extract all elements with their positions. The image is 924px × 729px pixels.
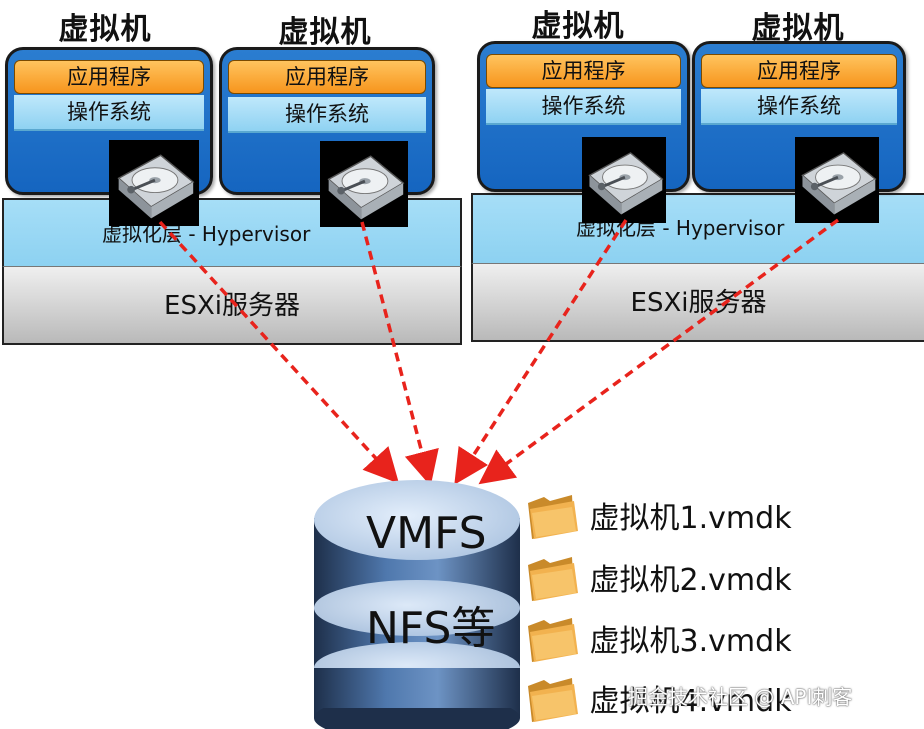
file-name-2: 虚拟机2.vmdk bbox=[589, 563, 792, 598]
app-layer-1: 应用程序 bbox=[14, 60, 204, 94]
file-name-4: 虚拟机4.vmdk bbox=[589, 684, 792, 719]
hypervisor-label-left: 虚拟化层 - Hypervisor bbox=[102, 222, 311, 246]
file-name-3: 虚拟机3.vmdk bbox=[589, 624, 792, 659]
folder-icon bbox=[524, 610, 580, 666]
watermark-text: 掘金技术社区 @ API刺客 bbox=[628, 685, 853, 709]
esxi-server-right: ESXi服务器 bbox=[471, 263, 924, 342]
os-layer-2: 操作系统 bbox=[228, 97, 426, 133]
app-layer-4: 应用程序 bbox=[701, 54, 897, 88]
os-layer-3: 操作系统 bbox=[486, 89, 681, 125]
esxi-label-left: ESXi服务器 bbox=[164, 291, 300, 321]
file-name-1: 虚拟机1.vmdk bbox=[589, 501, 792, 536]
app-layer-2: 应用程序 bbox=[228, 60, 426, 94]
storage-label-vmfs: VMFS bbox=[366, 508, 487, 559]
hard-disk-icon-1 bbox=[109, 140, 199, 226]
datastore-cylinder-icon bbox=[314, 480, 520, 729]
vm-title-1: 虚拟机 bbox=[58, 12, 152, 47]
app-layer-3: 应用程序 bbox=[486, 54, 681, 88]
vm-title-2: 虚拟机 bbox=[278, 15, 372, 50]
os-layer-4: 操作系统 bbox=[701, 89, 897, 125]
vm-title-4: 虚拟机 bbox=[751, 11, 845, 46]
hard-disk-icon-4 bbox=[795, 137, 879, 223]
folder-icon bbox=[524, 487, 580, 543]
arrow-vm2-to-storage bbox=[360, 221, 439, 487]
hard-disk-icon-3 bbox=[582, 137, 666, 223]
folder-icon bbox=[524, 549, 580, 605]
file-row-3: 虚拟机3.vmdk bbox=[524, 610, 792, 666]
hard-disk-icon-2 bbox=[320, 141, 408, 227]
arrow-vm1-to-storage bbox=[158, 220, 400, 484]
folder-icon bbox=[524, 670, 580, 726]
arrow-vm3-to-storage bbox=[454, 219, 628, 485]
vm-title-3: 虚拟机 bbox=[531, 9, 625, 44]
esxi-server-left: ESXi服务器 bbox=[2, 266, 462, 345]
arrow-vm4-to-storage bbox=[478, 218, 840, 485]
esxi-label-right: ESXi服务器 bbox=[630, 288, 767, 318]
file-row-2: 虚拟机2.vmdk bbox=[524, 549, 792, 605]
file-row-1: 虚拟机1.vmdk bbox=[524, 487, 792, 543]
os-layer-1: 操作系统 bbox=[14, 95, 204, 131]
file-row-4: 虚拟机4.vmdk bbox=[524, 670, 792, 726]
storage-label-nfs: NFS等 bbox=[366, 603, 496, 654]
